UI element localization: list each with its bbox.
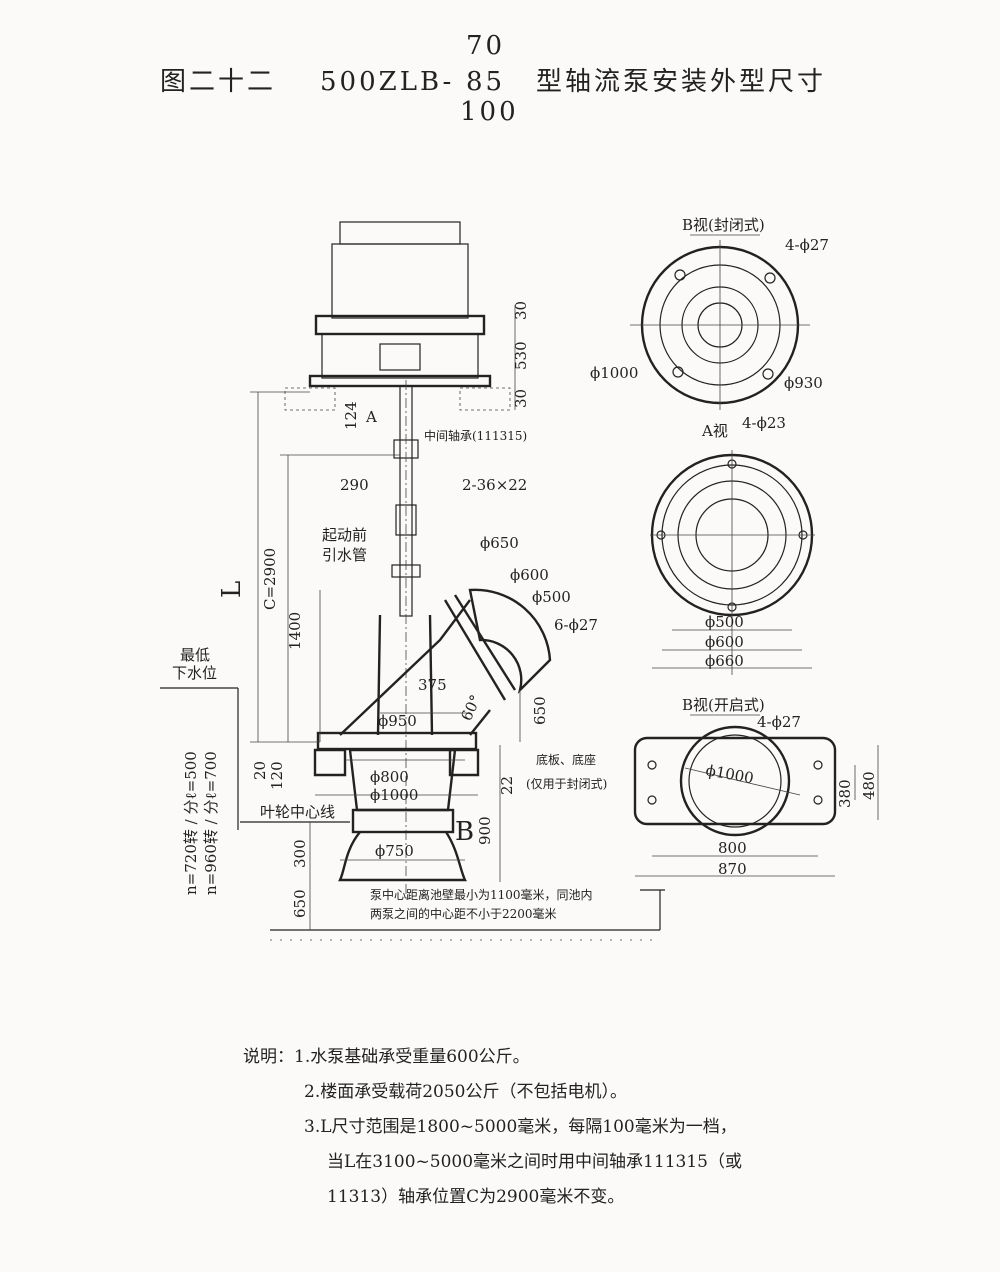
dimension-lines	[250, 305, 521, 930]
note-2: 2.楼面承受载荷2050公斤（不包括电机）。	[304, 1082, 627, 1102]
label-priming-pipe-2: 引水管	[322, 546, 367, 564]
pump-body	[313, 588, 552, 882]
drawing-title: 图二十二 500ZLB- 70 85 100 型轴流泵安装外型尺寸	[160, 31, 826, 127]
note-spacing-1: 泵中心距离池壁最小为1100毫米，同池内	[370, 887, 593, 902]
label-min-water-2: 下水位	[172, 664, 217, 682]
b-open-480: 480	[860, 771, 878, 800]
a-view-holes: 4-ϕ23	[742, 414, 786, 432]
dim-375: 375	[418, 676, 447, 694]
dim-290: 290	[340, 476, 369, 494]
label-intermediate-bearing: 中间轴承(111315)	[424, 428, 527, 443]
label-min-water-1: 最低	[180, 646, 210, 664]
dim-30-bottom: 30	[512, 389, 530, 408]
a-view-phi600: ϕ600	[705, 633, 744, 651]
label-speed-960: n=960转 / 分ℓ=700	[202, 751, 220, 895]
dim-l: L	[217, 578, 247, 598]
b-open-800: 800	[718, 839, 747, 857]
note-1: 1.水泵基础承受重量600公斤。	[294, 1047, 530, 1067]
dim-phi650: ϕ650	[480, 534, 519, 552]
view-title-a: A视	[701, 422, 728, 440]
a-view-phi660: ϕ660	[705, 652, 744, 670]
note-spacing-2: 两泵之间的中心距不小于2200毫米	[370, 906, 557, 921]
label-speed-720: n=720转 / 分ℓ=500	[182, 751, 200, 895]
label-angle-60: 60°	[457, 692, 485, 724]
dim-300: 300	[291, 839, 309, 868]
b-open-holes: 4-ϕ27	[757, 713, 801, 731]
note-3-cont-1: 当L在3100~5000毫米之间时用中间轴承111315（或	[327, 1152, 742, 1172]
label-priming-pipe-1: 起动前	[322, 526, 367, 544]
dim-20: 20	[251, 761, 269, 780]
dim-650-bottom: 650	[291, 889, 309, 918]
dim-phi600: ϕ600	[510, 566, 549, 584]
floor-slab	[284, 387, 511, 411]
dim-phi1000: ϕ1000	[370, 786, 418, 804]
label-impeller-centerline: 叶轮中心线	[260, 803, 335, 821]
b-closed-phi1000: ϕ1000	[590, 364, 638, 382]
dim-30-top: 30	[512, 301, 530, 320]
model-prefix: 500ZLB-	[320, 67, 454, 97]
figure-number: 图二十二	[160, 67, 276, 97]
dim-phi750: ϕ750	[375, 842, 414, 860]
label-holes-6-27: 6-ϕ27	[554, 616, 598, 634]
dim-phi500: ϕ500	[532, 588, 571, 606]
b-closed-phi930: ϕ930	[784, 374, 823, 392]
motor	[308, 221, 492, 388]
label-base-plate: 底板、底座	[536, 752, 596, 767]
dim-120: 120	[268, 761, 286, 790]
dim-phi800: ϕ800	[370, 768, 409, 786]
label-b-arrow: B	[455, 817, 477, 847]
model-variant-85: 85	[466, 67, 505, 97]
a-view	[650, 450, 815, 675]
model-variant-100: 100	[460, 97, 519, 127]
model-variant-70: 70	[466, 31, 505, 61]
dim-phi950: ϕ950	[378, 712, 417, 730]
dim-1400: 1400	[286, 612, 304, 650]
ground	[160, 687, 665, 941]
dim-c-2900: C=2900	[261, 548, 279, 610]
dim-22: 22	[498, 776, 516, 795]
dim-900: 900	[476, 816, 494, 845]
b-open-380: 380	[836, 779, 854, 808]
note-3: 3.L尺寸范围是1800~5000毫米，每隔100毫米为一档，	[304, 1117, 737, 1137]
label-a-arrow: A	[365, 408, 377, 426]
dim-650-outlet: 650	[531, 696, 549, 725]
pump-shaft	[391, 380, 421, 900]
a-view-phi500: ϕ500	[705, 613, 744, 631]
view-title-b-open: B视(开启式)	[682, 696, 765, 714]
notes-section: 说明：1.水泵基础承受重量600公斤。 2.楼面承受载荷2050公斤（不包括电机…	[243, 1040, 742, 1215]
b-view-closed	[630, 234, 810, 410]
notes-label: 说明：	[243, 1047, 294, 1067]
b-open-phi1000: ϕ1000	[704, 761, 755, 787]
b-view-open	[633, 714, 879, 877]
b-open-870: 870	[718, 860, 747, 878]
dimension-labels: 30 530 30 124 A 中间轴承(111315) 290 2-36×22…	[172, 216, 878, 921]
label-base-note: (仅用于封闭式)	[526, 777, 607, 791]
dim-124: 124	[342, 401, 360, 430]
b-closed-holes: 4-ϕ27	[785, 236, 829, 254]
note-3-cont-2: 11313）轴承位置C为2900毫米不变。	[327, 1187, 625, 1207]
view-title-b-closed: B视(封闭式)	[682, 216, 765, 234]
label-bolts-2-36x22: 2-36×22	[462, 476, 527, 494]
dim-530: 530	[512, 341, 530, 370]
title-description: 型轴流泵安装外型尺寸	[536, 67, 826, 97]
